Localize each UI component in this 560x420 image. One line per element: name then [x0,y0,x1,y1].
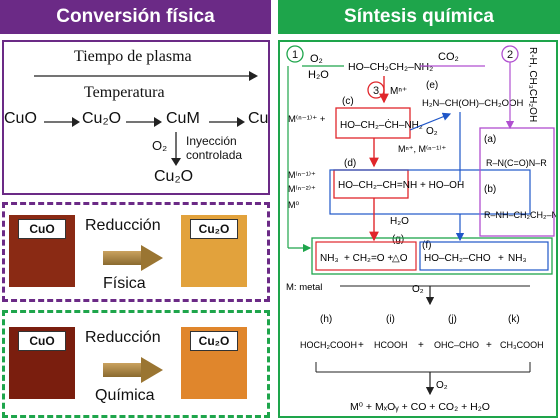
plasma-scheme-panel: Tiempo de plasma Temperatura CuO Cu₂O Cu… [2,40,270,195]
reaction-arrow-1 [44,117,80,127]
physical-label: Física [103,275,146,292]
ethanolamine-molecule: HO–CH₂CH₂–NH₂ [348,61,433,73]
glycolaldehyde-molecule: HO–CH₂–CHO [424,253,491,264]
product-h-label: (h) [320,314,332,325]
cu2o-sample-label: Cu₂O [190,219,238,239]
co2-label: CO₂ [438,51,459,63]
metal-ion-d-3: M⁰ [288,200,299,210]
temperature-label: Temperatura [84,84,165,101]
cu-m-species: CuM [166,110,200,127]
product-b-label: (b) [484,184,496,195]
reduction-label: Reducción [85,217,161,234]
metal-ion-label: Mⁿ⁺ [390,86,407,97]
plus-1: + [358,340,364,351]
intermediate-c-label: (c) [342,96,354,107]
cuo-chem-sample-swatch: CuO [9,327,75,399]
h2o-byproduct-top: H₂O [308,69,329,81]
cuo-chem-sample-label: CuO [18,331,66,351]
metal-ions-mid: Mⁿ⁺, M⁽ⁿ⁻¹⁾⁺ [398,144,446,154]
ethanol-side-reagent: R-H, CH₃CH₂OH [527,47,538,122]
formaldehyde-molecule: + CH₂=O + [344,253,393,264]
o2-bottom-label: O₂ [436,380,448,391]
physical-reduction-panel: CuO Reducción Física Cu₂O [2,202,270,302]
product-j-label: (j) [448,314,457,325]
reaction-arrow-3 [209,117,245,127]
plus-3: + [486,340,492,351]
cuo-sample-label: CuO [18,219,66,239]
cyclic-urea-molecule: R–N(C=O)N–R [486,158,547,168]
cu2o-sample-swatch: Cu₂O [181,215,247,287]
cu2o-chem-sample-swatch: Cu₂O [181,327,247,399]
intermediate-c-box [335,107,411,139]
ethylene-oxide-molecule: △O [392,253,408,264]
physical-conversion-header: Conversión física [0,0,271,34]
imine-molecule: HO–CH₂–CH=NH [338,180,417,191]
chemical-reduction-panel: CuO Reducción Química Cu₂O [2,310,270,418]
down-arrow [171,132,181,166]
pathway-1-number: 1 [292,49,298,61]
ammonia-b: + [498,253,504,264]
cuo-species: CuO [4,110,37,127]
glycolic-acid-molecule: HOCH₂COOH [300,340,357,350]
final-products: M⁰ + MₓOᵧ + CO + CO₂ + H₂O [350,401,490,413]
pathway-3-number: 3 [373,85,379,97]
o2-mid-label: O₂ [426,126,438,137]
metal-ion-d-1: M⁽ⁿ⁻¹⁾⁺ [288,170,316,180]
physical-reduction-arrow [103,245,165,271]
intermediate-e-molecule: H₂N–CH(OH)–CH₂OOH [422,98,523,109]
physical-conversion-title: Conversión física [56,6,215,27]
hydrogen-peroxide-label: + HO–OH [420,180,464,191]
cu2o-chem-sample-label: Cu₂O [190,331,238,351]
diamine-molecule: R–NH–CH₂CH₂–NH₂ [484,210,556,220]
injection-label-2: controlada [186,148,243,162]
urea-products-box [479,127,555,237]
chemical-synthesis-title: Síntesis química [344,6,494,27]
c-to-e-blue-arrow [409,112,452,131]
metal-definition: M: metal [286,282,322,293]
acetic-acid-molecule: CH₃COOH [500,340,544,350]
chemical-synthesis-panel: 1 2 3 O₂ H₂O HO–CH₂CH₂–NH₂ CO₂ R-H, CH₃C… [278,40,558,418]
plasma-time-arrow [34,71,258,81]
glyoxal-molecule: OHC–CHO [434,340,479,350]
ammonia-a: NH₃ [320,253,339,264]
cu2o-product: Cu₂O [154,168,194,185]
chemical-synthesis-header: Síntesis química [278,0,560,34]
reduced-metal-label: M⁽ⁿ⁻¹⁾⁺ + [288,114,326,125]
chem-reduction-label: Reducción [85,329,161,346]
product-a-label: (a) [484,134,496,145]
h2o-mid-label: H₂O [390,216,409,227]
o2-reagent-top: O₂ [310,53,323,65]
cu-species: Cu [248,110,269,127]
injection-label-1: Inyección [186,134,237,148]
reaction-arrow-2 [126,117,162,127]
pathway-2-number: 2 [507,49,513,61]
reaction-network: 1 2 3 O₂ H₂O HO–CH₂CH₂–NH₂ CO₂ R-H, CH₃C… [286,45,556,413]
products-blue-box [419,241,549,271]
intermediate-d-label: (d) [344,158,356,169]
peroxide-blue-box [329,169,531,215]
product-g-label: (g) [392,234,404,245]
chemical-label: Química [95,387,155,404]
chemical-reduction-arrow [103,357,165,383]
product-k-label: (k) [508,314,520,325]
o2-label: O₂ [152,138,168,153]
product-i-label: (i) [386,314,395,325]
plus-2: + [418,340,424,351]
plasma-time-label: Tiempo de plasma [74,48,192,65]
products-red-box [315,241,417,271]
pathway-1-marker [286,45,304,63]
cu2o-species: Cu₂O [82,110,122,127]
products-green-box [311,237,553,275]
formic-acid-molecule: HCOOH [374,340,408,350]
o2-low-label: O₂ [412,284,424,295]
intermediate-c-molecule: HO–CH₂–ĊH–NH₂ [340,118,423,131]
metal-ion-d-2: M⁽ⁿ⁻²⁾⁺ [288,184,316,194]
cuo-sample-swatch: CuO [9,215,75,287]
product-f-label: (f) [422,240,431,251]
intermediate-e-label: (e) [426,80,438,91]
ammonia-b-label: NH₃ [508,253,527,264]
